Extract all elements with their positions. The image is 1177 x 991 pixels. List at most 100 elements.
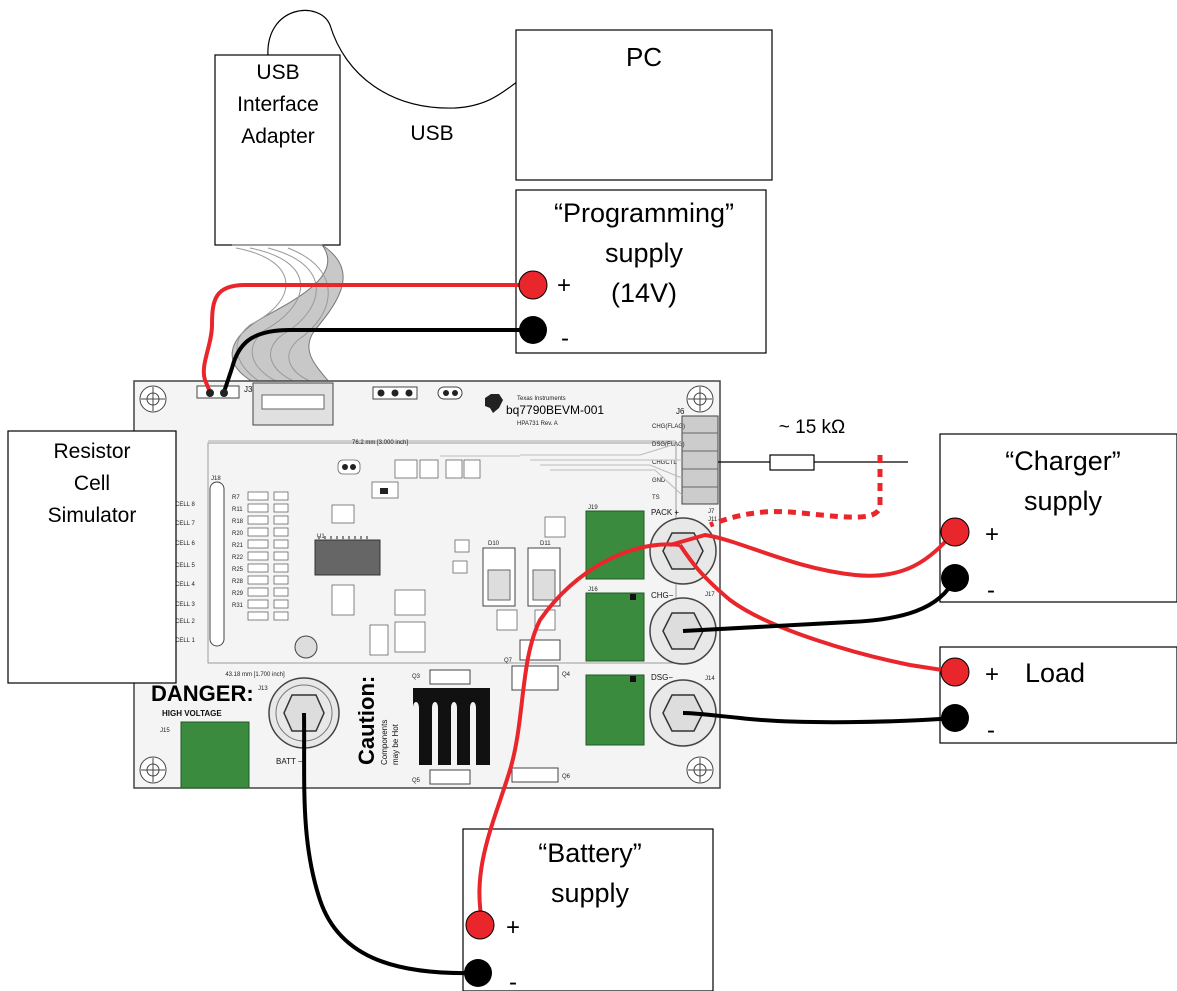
dim-top: 76.2 mm [3.000 inch]	[352, 440, 408, 446]
resistor-cell-simulator-box	[7, 430, 177, 684]
cell-8: CELL 8	[175, 502, 195, 508]
load-plus-sign: +	[985, 661, 999, 688]
d11-label: D11	[540, 541, 551, 547]
cell-1: CELL 1	[175, 638, 195, 644]
r18: R18	[232, 519, 244, 525]
charger-plus-terminal	[940, 517, 970, 547]
usb-cable-label: USB	[410, 122, 453, 145]
wire-prog-minus	[222, 328, 533, 393]
j16-terminal	[585, 592, 645, 662]
q4-label: Q4	[562, 672, 571, 678]
j6-pin-5: TS	[652, 495, 660, 501]
caution-label: Caution:	[354, 676, 379, 765]
battery-line1: “Battery”	[538, 838, 642, 868]
battery-minus-terminal	[464, 959, 492, 987]
usb-adapter-line1: USB	[256, 61, 299, 84]
battery-plus-terminal	[465, 910, 495, 940]
15k-resistor	[769, 454, 815, 471]
r22: R22	[232, 555, 244, 561]
j19-terminal	[585, 510, 645, 580]
pack-plus-label: PACK +	[651, 508, 679, 517]
j15-label: J15	[160, 728, 170, 734]
programming-supply-line3: (14V)	[611, 278, 677, 308]
usb-cable	[267, 10, 518, 109]
r28: R28	[232, 579, 244, 585]
q6-label: Q6	[562, 774, 571, 780]
load-label: Load	[1025, 658, 1085, 688]
battery-minus-sign: -	[509, 969, 517, 991]
battery-line2: supply	[551, 878, 630, 908]
dsg-minus-label: DSG−	[651, 673, 673, 682]
prog-minus-sign: -	[561, 325, 569, 352]
usb-adapter-box	[214, 54, 341, 246]
wire-load-plus	[678, 543, 956, 674]
high-voltage-label: HIGH VOLTAGE	[162, 709, 222, 718]
prog-plus-sign: +	[557, 272, 571, 299]
board-brand: Texas Instruments	[517, 396, 566, 402]
r20: R20	[232, 531, 244, 537]
prog-plus-terminal	[518, 270, 548, 300]
dashed-link	[709, 455, 883, 528]
load-box	[939, 646, 1177, 744]
rcs-line3: Simulator	[48, 504, 137, 527]
j16-label: J16	[588, 587, 598, 593]
r11: R11	[232, 507, 243, 513]
board-rev: HPA731 Rev. A	[517, 421, 558, 427]
components-label: Components	[380, 720, 389, 765]
cell-5: CELL 5	[175, 563, 195, 569]
cell-4: CELL 4	[175, 582, 195, 588]
j17-label: J17	[705, 592, 715, 598]
programming-supply-line2: supply	[605, 238, 684, 268]
evm-board: 76.2 mm [3.000 inch] 43.18 mm [1.700 inc…	[133, 380, 721, 789]
batt-minus-label: BATT −	[276, 757, 303, 766]
r29: R29	[232, 591, 244, 597]
j6-pin-2: DSG(FLAG)	[652, 442, 685, 448]
danger-label: DANGER:	[151, 681, 254, 706]
load-minus-terminal	[941, 704, 969, 732]
j13-label: J13	[258, 686, 268, 692]
j6-pin-4: GND	[652, 478, 666, 484]
board-part: bq7790BEVM-001	[506, 403, 604, 417]
q7-label: Q7	[504, 658, 513, 664]
resistor-label: ~ 15 kΩ	[779, 417, 846, 438]
ribbon-cable	[231, 244, 344, 384]
j18-label: J18	[211, 476, 221, 482]
j12-terminal	[585, 674, 645, 746]
load-plus-terminal	[940, 657, 970, 687]
wire-load-minus	[682, 711, 956, 725]
cell-6: CELL 6	[175, 541, 195, 547]
r7: R7	[232, 495, 240, 501]
programming-supply-line1: “Programming”	[554, 198, 734, 228]
q3-label: Q3	[412, 674, 421, 680]
cell-2: CELL 2	[175, 619, 195, 625]
hot-label: may be Hot	[391, 723, 400, 765]
battery-supply-box	[462, 828, 714, 991]
rcs-line1: Resistor	[53, 440, 130, 463]
usb-adapter-line2: Interface	[237, 93, 319, 116]
d10-label: D10	[488, 541, 500, 547]
charger-supply-box	[939, 433, 1177, 603]
pc-box	[515, 29, 773, 181]
dim-left: 43.18 mm [1.700 inch]	[225, 672, 285, 678]
u1-label: U1	[317, 534, 325, 540]
pc-label: PC	[626, 42, 662, 72]
r21: R21	[232, 543, 244, 549]
cell-7: CELL 7	[175, 521, 195, 527]
charger-minus-terminal	[941, 564, 969, 592]
cell-3: CELL 3	[175, 602, 195, 608]
programming-supply-box	[515, 189, 767, 354]
j15-terminal	[180, 721, 250, 789]
chg-minus-label: CHG−	[651, 591, 674, 600]
wire-charger-minus	[682, 577, 957, 633]
j6-pin-3: CHGCTL	[652, 460, 677, 466]
wire-charger-plus	[669, 529, 957, 578]
usb-adapter-line3: Adapter	[241, 125, 315, 148]
j3-label: J3	[244, 385, 253, 394]
prog-minus-terminal	[519, 316, 547, 344]
charger-plus-sign: +	[985, 521, 999, 548]
r25: R25	[232, 567, 244, 573]
heatsink	[413, 688, 490, 765]
q5-label: Q5	[412, 778, 421, 784]
wire-battery-minus	[302, 712, 479, 976]
